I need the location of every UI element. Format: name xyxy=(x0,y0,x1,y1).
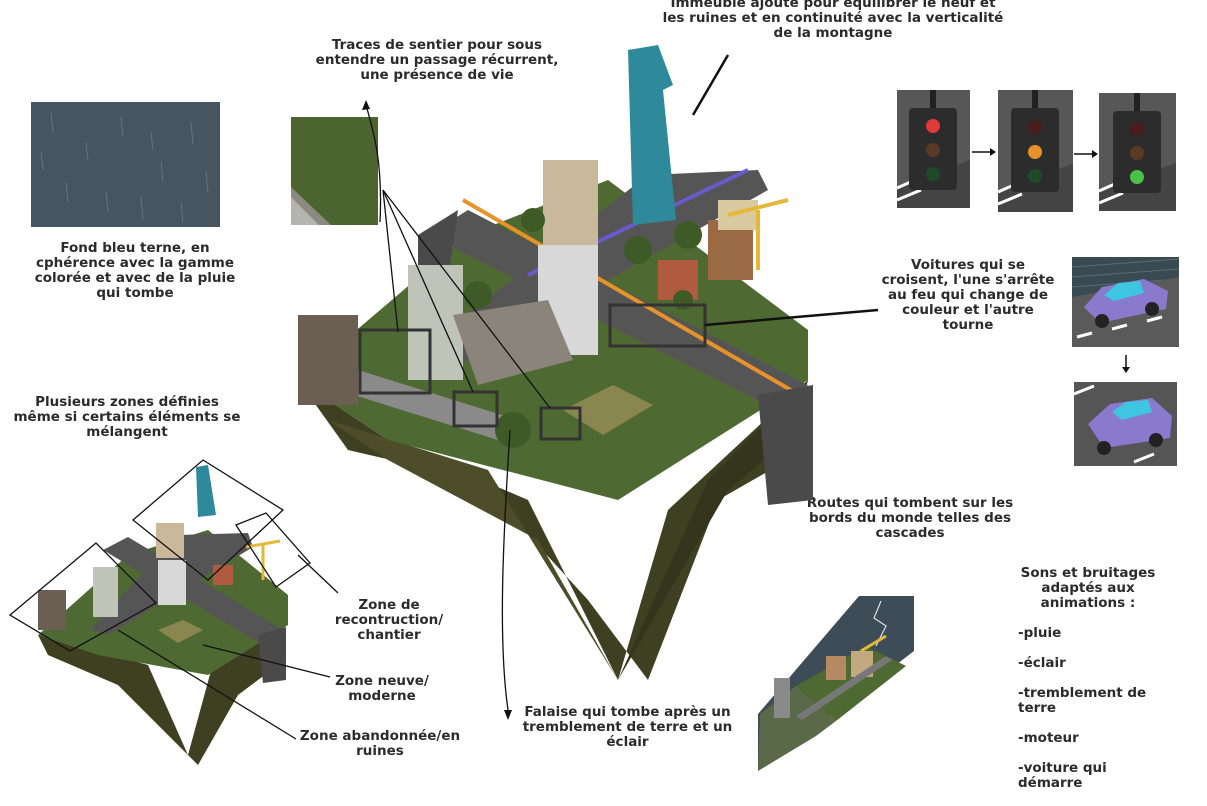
annotation-zone-ruins: Zone abandonnée/en ruines xyxy=(299,728,461,759)
ruined-building-left xyxy=(298,315,358,405)
trees xyxy=(464,208,702,448)
lightning-thumbnail xyxy=(758,596,914,771)
construction-crane xyxy=(727,198,789,270)
mini-road xyxy=(103,537,283,645)
main-island-illustration xyxy=(298,45,879,720)
arrow-right-icon xyxy=(1074,150,1098,158)
house-cream xyxy=(718,200,758,230)
zones-island-illustration xyxy=(8,459,339,765)
mini-tower xyxy=(196,465,216,517)
mini-white-building xyxy=(158,560,186,605)
pointer-lines xyxy=(365,54,879,711)
sound-item-rain: -pluie xyxy=(1018,625,1062,641)
car-thumbnail-stopped xyxy=(1074,382,1177,466)
cliff-rock-right xyxy=(618,380,808,680)
rain-streaks xyxy=(40,111,209,223)
annotation-sounds: Sons et bruitages adaptés aux animations… xyxy=(1020,565,1156,611)
road-orange-line xyxy=(461,198,810,402)
traffic-light-orange xyxy=(998,90,1073,212)
mini-field xyxy=(158,620,203,643)
sound-item-car-start: -voiture qui démarre xyxy=(1018,760,1107,791)
traffic-light-orange-icon xyxy=(998,90,1073,212)
mini-crane xyxy=(245,539,281,580)
ruined-tower xyxy=(408,265,463,380)
annotation-path: Traces de sentier pour sous entendre un … xyxy=(315,37,559,83)
traffic-light-green xyxy=(1099,93,1176,211)
annotation-zones: Plusieurs zones définies même si certain… xyxy=(13,394,241,440)
annotation-zone-modern: Zone neuve/ moderne xyxy=(335,673,429,704)
purple-car-icon xyxy=(1072,257,1179,347)
road-lower xyxy=(338,370,518,440)
mini-beige-building xyxy=(156,523,184,558)
traffic-light-red-icon xyxy=(897,90,970,208)
mini-house xyxy=(213,565,233,585)
cliff-rock-face xyxy=(328,420,618,680)
traffic-light-green-icon xyxy=(1099,93,1176,211)
annotation-zone-construction: Zone de recontruction/ chantier xyxy=(334,597,444,643)
annotation-cars: Voitures qui se croisent, l'une s'arrête… xyxy=(881,257,1055,333)
traffic-light-red xyxy=(897,90,970,208)
sound-item-engine: -moteur xyxy=(1018,730,1079,746)
sound-item-lightning: -éclair xyxy=(1018,655,1066,671)
annotation-building: Immeuble ajouté pour équilibrer le neuf … xyxy=(662,0,1004,41)
zone-outlines xyxy=(8,459,311,652)
cliff-rock xyxy=(298,380,808,680)
pointer-arrowhead-down xyxy=(504,710,512,720)
mini-waterfall-road xyxy=(258,627,286,683)
car-thumbnail-turning xyxy=(1072,257,1179,347)
path-trace-thumbnail xyxy=(291,117,378,225)
farm-field xyxy=(563,385,653,435)
sound-item-earthquake: -tremblement de terre xyxy=(1018,685,1147,716)
modern-tower xyxy=(628,45,676,225)
road-waterfall-right xyxy=(758,385,813,505)
pointer-arrowhead-up xyxy=(362,100,370,110)
arrow-down-icon xyxy=(1122,355,1130,373)
purple-car-stopped-icon xyxy=(1074,384,1172,464)
arrow-right-icon xyxy=(972,148,996,156)
mini-cliff xyxy=(38,595,288,765)
zone-pointer-lines xyxy=(117,554,339,740)
highlight-boxes xyxy=(358,303,707,441)
path-trace-shape xyxy=(291,187,331,225)
mini-ruined-building xyxy=(38,590,66,630)
road-main xyxy=(428,210,808,410)
beige-building xyxy=(543,160,598,250)
sounds-list: -pluie -éclair -tremblement de terre -mo… xyxy=(1018,611,1168,806)
mini-ruined-tower xyxy=(93,567,118,617)
rain-background-thumbnail xyxy=(31,102,220,227)
annotation-cliff: Falaise qui tombe après un tremblement d… xyxy=(522,704,733,750)
annotation-background: Fond bleu terne, en cphérence avec la ga… xyxy=(34,240,236,301)
annotation-roads: Routes qui tombent sur les bords du mond… xyxy=(806,495,1014,541)
